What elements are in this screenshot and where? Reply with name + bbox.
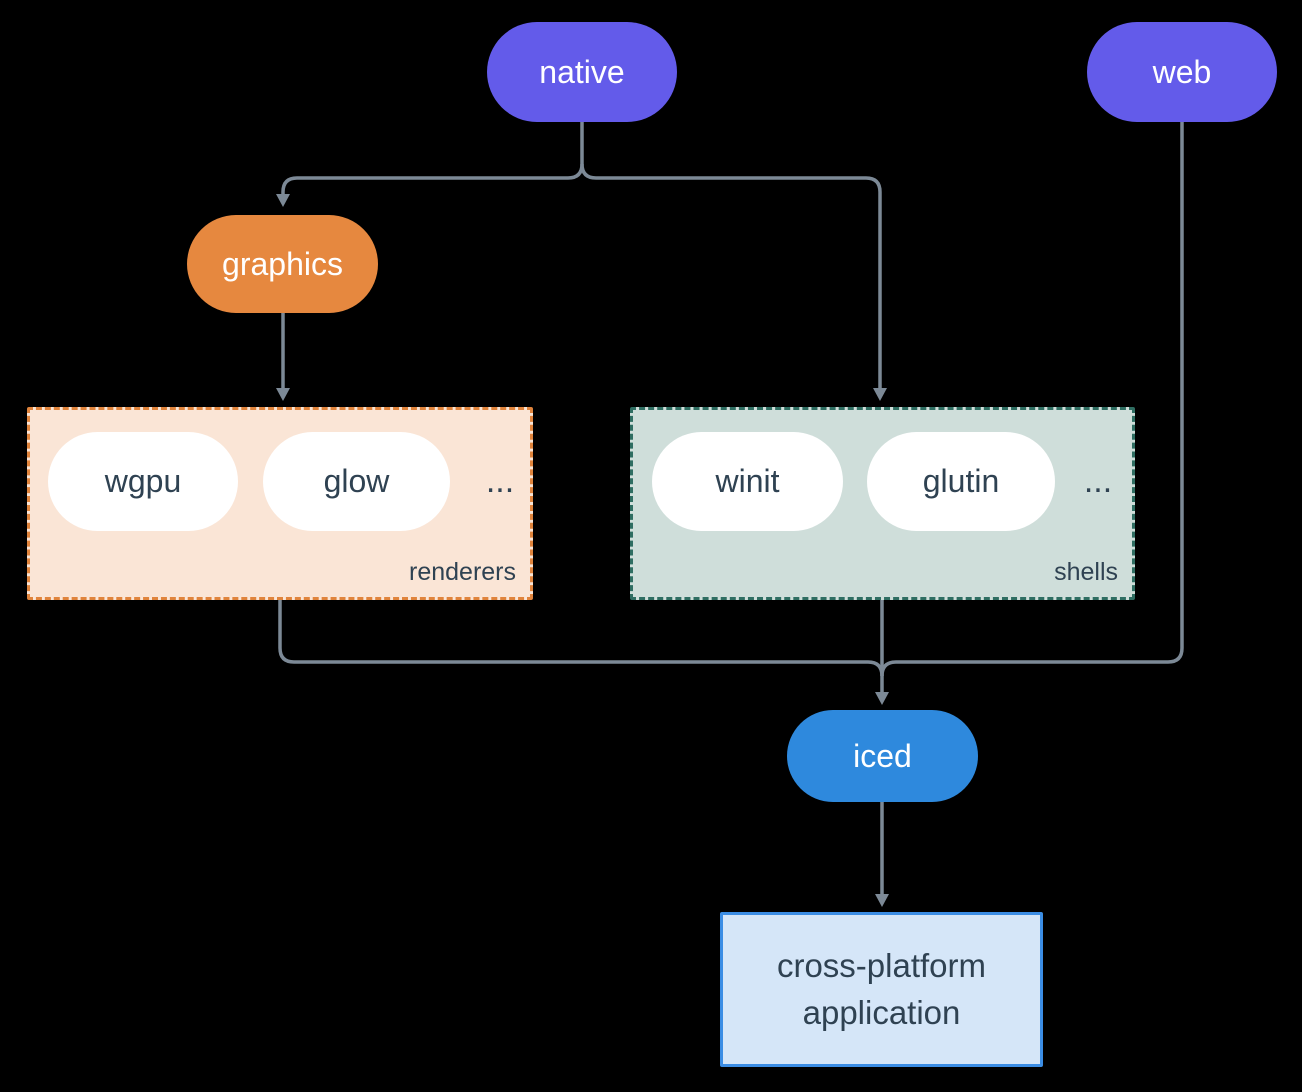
edge-renderers-to-merge	[278, 600, 884, 677]
edge-native-to-graphics	[276, 122, 584, 207]
node-graphics-label: graphics	[222, 245, 343, 282]
node-iced-label: iced	[853, 737, 912, 774]
node-glow-label: glow	[323, 463, 390, 499]
node-winit: winit	[652, 432, 843, 531]
node-application: cross-platform application	[720, 912, 1043, 1067]
node-graphics: graphics	[187, 215, 378, 313]
group-shells: winit glutin ... shells	[630, 407, 1135, 600]
group-renderers: wgpu glow ... renderers	[27, 407, 533, 600]
node-glow: glow	[263, 432, 450, 531]
shells-group-label: shells	[1054, 558, 1118, 586]
renderers-group-label: renderers	[409, 558, 516, 586]
shells-ellipsis: ...	[1083, 462, 1113, 500]
renderers-ellipsis: ...	[485, 462, 515, 500]
node-web-label: web	[1152, 53, 1212, 90]
node-wgpu-label: wgpu	[104, 463, 182, 499]
node-wgpu: wgpu	[48, 432, 238, 531]
node-application-label: cross-platform application	[776, 946, 987, 1031]
node-glutin: glutin	[867, 432, 1055, 531]
node-native: native	[487, 22, 677, 122]
node-winit-label: winit	[715, 463, 780, 499]
node-web: web	[1087, 22, 1277, 122]
node-iced: iced	[787, 710, 978, 802]
edge-native-to-shells	[580, 163, 887, 401]
node-native-label: native	[539, 53, 625, 90]
node-glutin-label: glutin	[922, 463, 1000, 499]
